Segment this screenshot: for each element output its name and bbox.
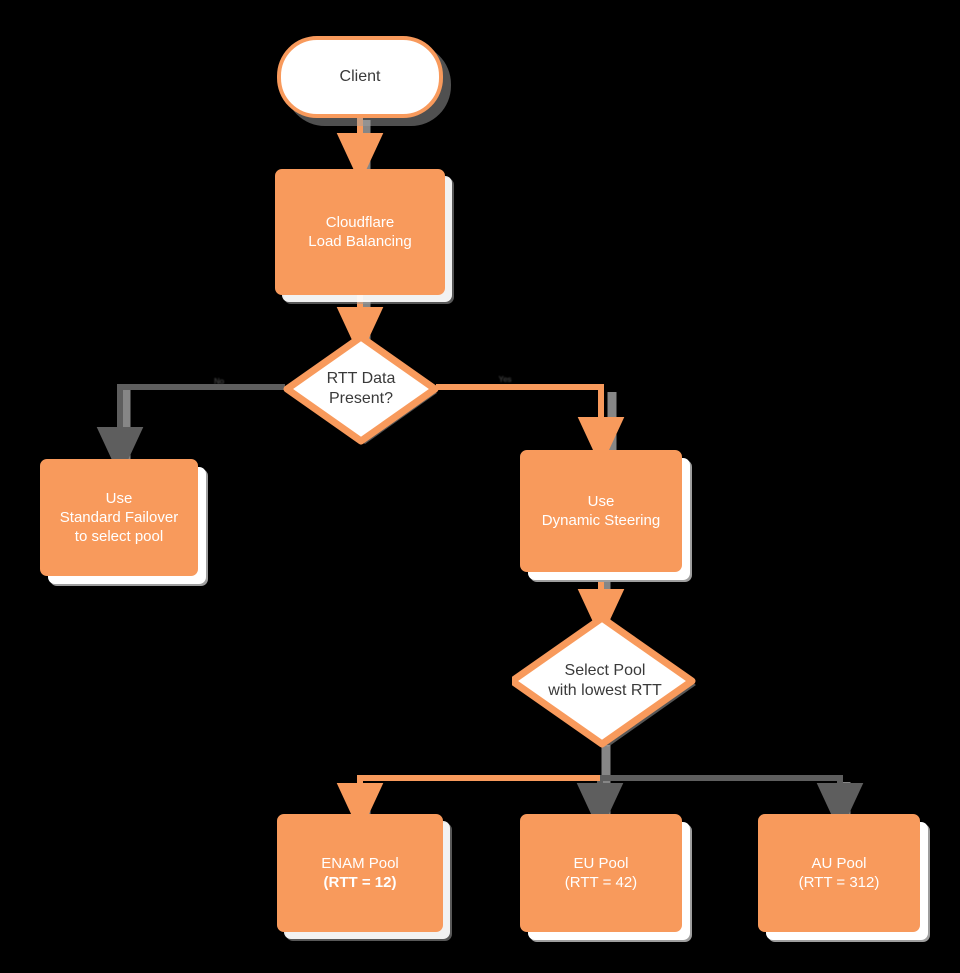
node-enam-pool[interactable]: ENAM Pool (RTT = 12) — [277, 814, 443, 932]
node-select-pool[interactable]: Select Pool with lowest RTT — [512, 614, 698, 748]
edge-decision-to-steering — [436, 384, 625, 468]
node-dynamic-steering[interactable]: Use Dynamic Steering — [520, 450, 682, 572]
select-pool-decision-diamond-icon — [512, 614, 696, 748]
node-au-pool[interactable]: AU Pool (RTT = 312) — [758, 814, 920, 932]
edge-select-to-enam — [336, 775, 600, 834]
node-standard-failover-label: Use Standard Failover to select pool — [59, 489, 179, 546]
edge-decision-to-failover — [96, 384, 285, 478]
rtt-decision-diamond-icon — [283, 333, 439, 445]
node-client-label: Client — [339, 67, 381, 85]
node-load-balancing[interactable]: Cloudflare Load Balancing — [275, 169, 445, 295]
node-eu-pool-rtt: (RTT = 42) — [564, 874, 638, 891]
edge-select-to-au — [600, 775, 864, 834]
node-enam-pool-label: ENAM Pool — [321, 854, 399, 872]
node-au-pool-label: AU Pool — [811, 854, 867, 872]
node-eu-pool-label: EU Pool — [573, 854, 629, 872]
node-load-balancing-label: Cloudflare Load Balancing — [308, 213, 412, 250]
node-rtt-data-present[interactable]: RTT Data Present? — [283, 333, 439, 445]
node-eu-pool[interactable]: EU Pool (RTT = 42) — [520, 814, 682, 932]
node-dynamic-steering-label: Use Dynamic Steering — [541, 492, 661, 529]
node-standard-failover[interactable]: Use Standard Failover to select pool — [40, 459, 198, 576]
node-client[interactable]: Client — [277, 36, 443, 118]
node-enam-pool-rtt: (RTT = 12) — [323, 874, 397, 891]
node-au-pool-rtt: (RTT = 312) — [798, 874, 880, 891]
